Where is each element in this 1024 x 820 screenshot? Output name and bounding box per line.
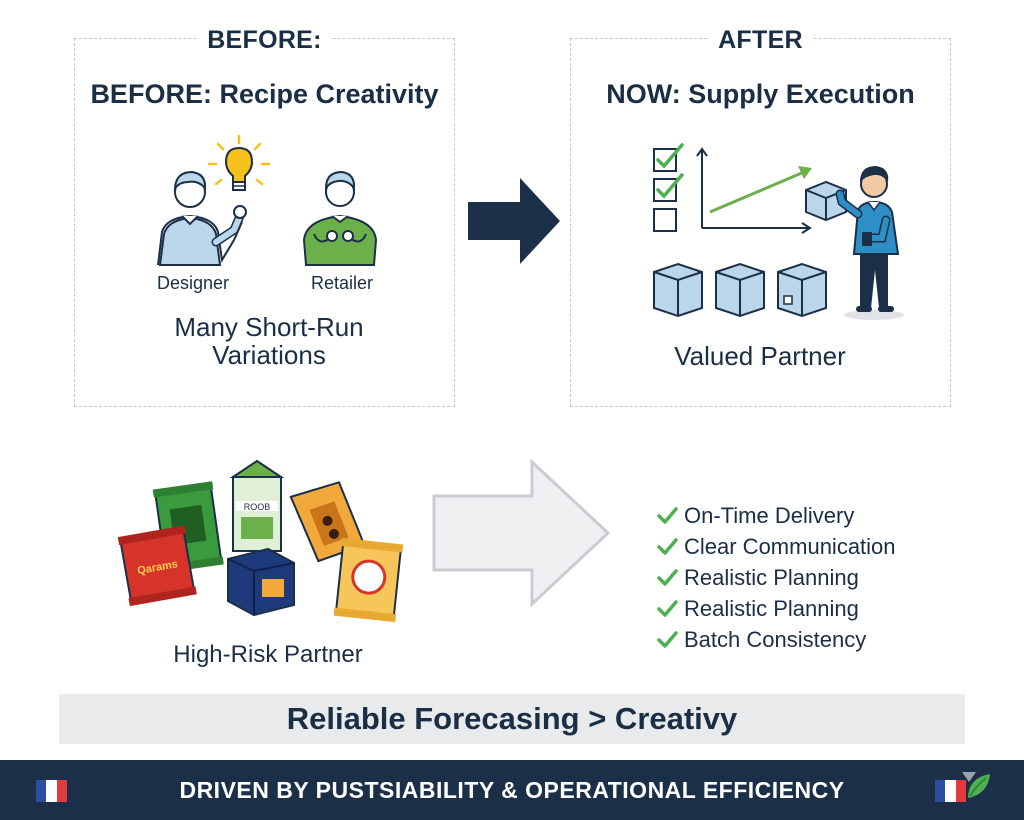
before-header: BEFORE: [197, 26, 332, 54]
benefit-item: On-Time Delivery [656, 500, 896, 531]
light-bulb-icon [207, 134, 271, 191]
benefit-label: Realistic Planning [684, 564, 859, 590]
carton-label: ROOB [244, 502, 271, 512]
growth-chart-icon [696, 147, 812, 234]
check-icon [657, 630, 678, 648]
after-panel: AFTER NOW: Supply Execution [570, 26, 951, 407]
summary-bar: Reliable Forecasing > Creativy [59, 694, 965, 744]
check-icon [657, 537, 678, 555]
benefit-label: Realistic Planning [684, 595, 859, 621]
retailer-label: Retailer [310, 273, 374, 293]
before-panel: BEFORE: BEFORE: Recipe Creativity [74, 26, 455, 407]
benefit-item: Realistic Planning [656, 562, 896, 593]
leaf-icon [962, 772, 990, 798]
before-caption-line1: Many Short-Run [174, 312, 364, 342]
cardboard-boxes-icon [653, 262, 827, 318]
french-flag-icon [935, 780, 966, 802]
footer-text: DRIVEN BY PUSTSIABILITY & OPERATIONAL EF… [179, 776, 845, 803]
arrow-right-dark-icon [468, 178, 560, 264]
benefit-label: On-Time Delivery [684, 502, 855, 528]
check-icon [657, 599, 678, 617]
snack-packages-icon: ROOB Qarams [117, 459, 404, 623]
benefit-item: Clear Communication [656, 531, 896, 562]
benefit-item: Batch Consistency [656, 624, 896, 655]
check-icon [657, 568, 678, 586]
benefit-label: Batch Consistency [684, 626, 867, 652]
lower-left-caption: High-Risk Partner [173, 641, 363, 668]
benefit-item: Realistic Planning [656, 593, 896, 624]
after-header: AFTER [708, 26, 813, 54]
designer-person-icon [157, 170, 247, 266]
before-caption-line2: Variations [212, 340, 326, 370]
after-title: NOW: Supply Execution [606, 79, 915, 109]
check-icon [657, 506, 678, 524]
retailer-person-icon [302, 170, 378, 266]
summary-text: Reliable Forecasing > Creativy [286, 701, 738, 736]
french-flag-icon [36, 780, 67, 802]
designer-label: Designer [156, 273, 230, 293]
checklist-icon [653, 143, 684, 232]
benefits-list: On-Time Delivery Clear Communication Rea… [656, 500, 896, 655]
after-caption: Valued Partner [674, 341, 846, 371]
before-title: BEFORE: Recipe Creativity [90, 79, 439, 109]
arrow-right-light-icon [432, 458, 611, 608]
businessman-icon [835, 166, 904, 320]
benefit-label: Clear Communication [684, 533, 896, 559]
footer-banner: DRIVEN BY PUSTSIABILITY & OPERATIONAL EF… [0, 760, 1024, 820]
